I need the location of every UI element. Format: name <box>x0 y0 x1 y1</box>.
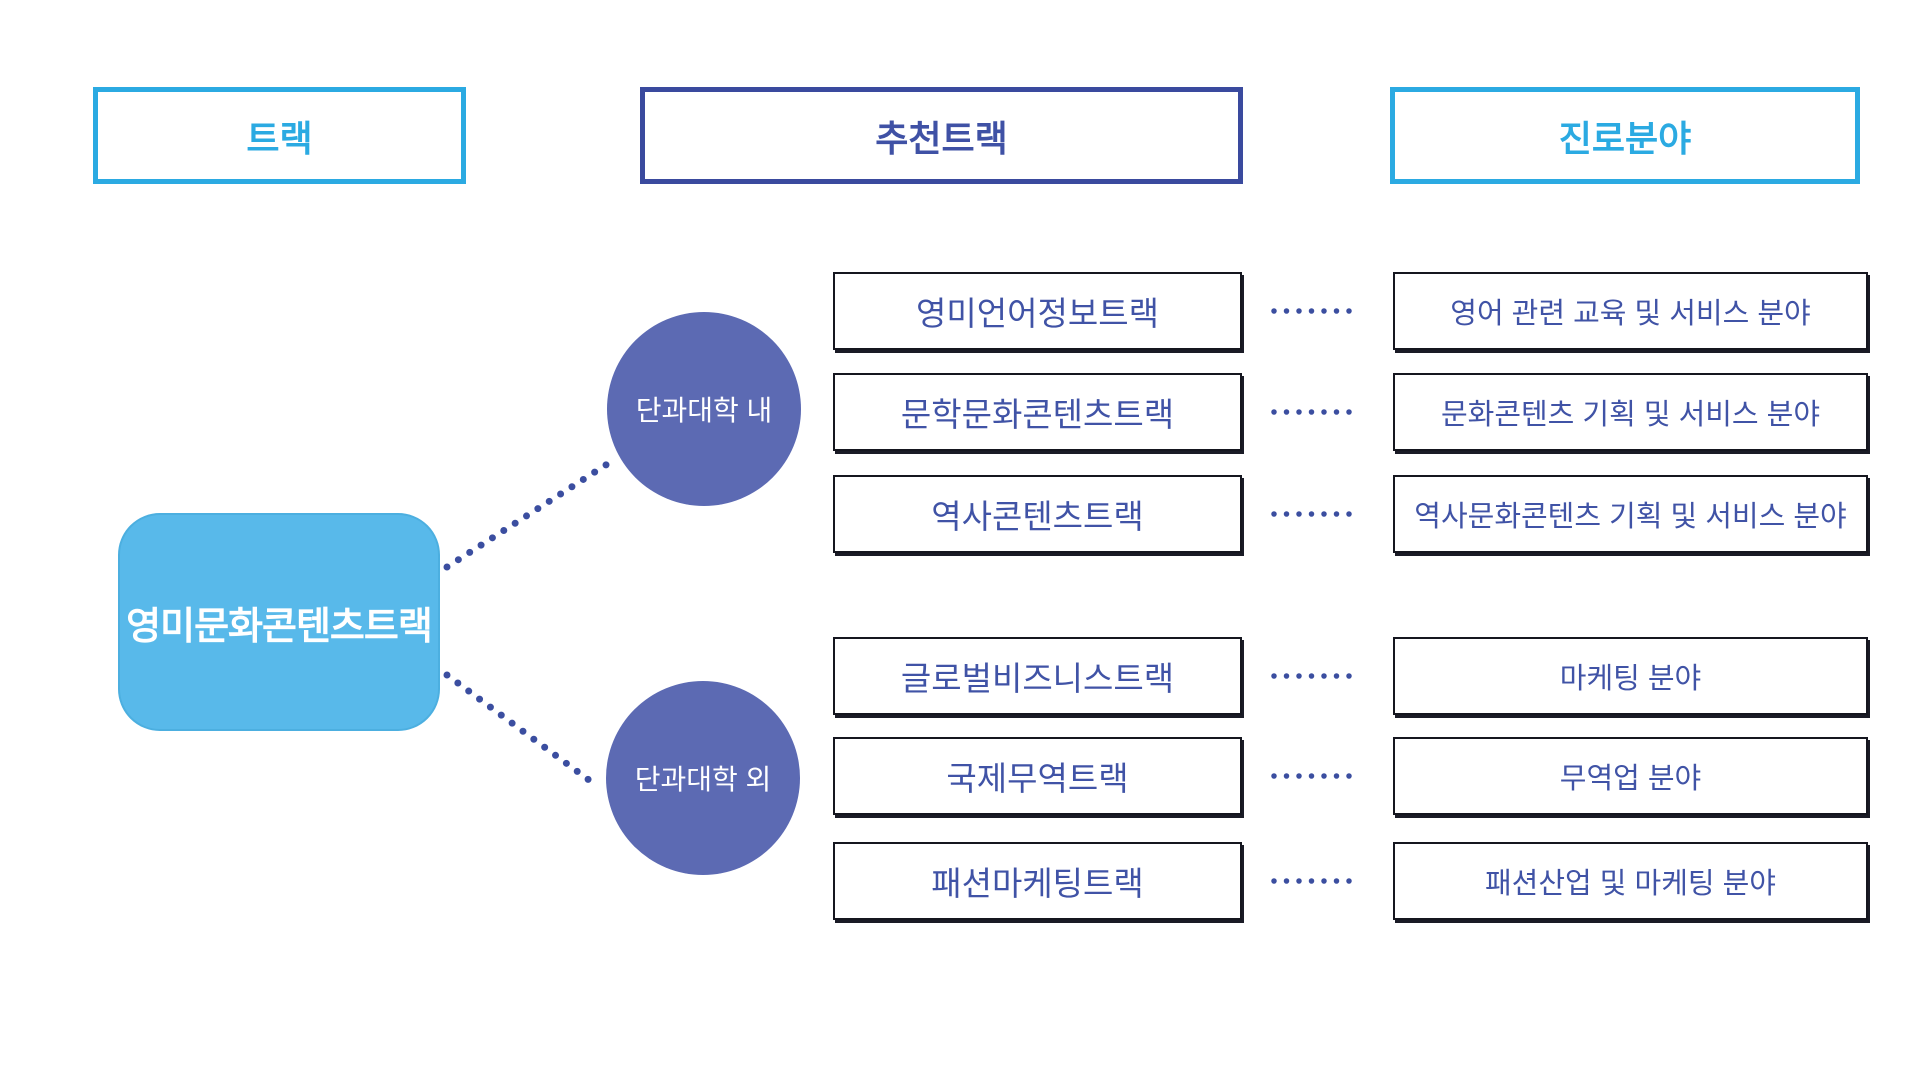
track-box-row-6: 패션마케팅트랙 <box>833 842 1242 920</box>
career-box-row-4-label: 마케팅 분야 <box>1559 663 1702 695</box>
track-box-row-3-label: 역사콘텐츠트랙 <box>931 498 1144 535</box>
track-box-row-2-label: 문학문화콘텐츠트랙 <box>900 396 1175 433</box>
header-track-label: 트랙 <box>246 117 313 159</box>
group-circle-inside-label: 단과대학 내 <box>635 395 773 426</box>
career-box-row-3-label: 역사문화콘텐츠 기획 및 서비스 분야 <box>1414 501 1847 533</box>
connector-main-to-outside-group <box>443 671 601 790</box>
group-circle-outside-college: 단과대학 외 <box>606 681 800 875</box>
career-box-row-6-label: 패션산업 및 마케팅 분야 <box>1485 868 1776 900</box>
header-track: 트랙 <box>93 87 466 184</box>
career-box-row-4: 마케팅 분야 <box>1393 637 1868 715</box>
career-box-row-1-label: 영어 관련 교육 및 서비스 분야 <box>1450 298 1811 330</box>
career-box-row-2: 문화콘텐츠 기획 및 서비스 분야 <box>1393 373 1868 451</box>
career-box-row-5: 무역업 분야 <box>1393 737 1868 815</box>
main-track-label: 영미문화콘텐츠트랙 <box>126 605 433 648</box>
track-box-row-6-label: 패션마케팅트랙 <box>931 865 1144 902</box>
career-box-row-3: 역사문화콘텐츠 기획 및 서비스 분야 <box>1393 475 1868 553</box>
track-box-row-3: 역사콘텐츠트랙 <box>833 475 1242 553</box>
group-circle-outside-label: 단과대학 외 <box>634 764 772 795</box>
career-box-row-6: 패션산업 및 마케팅 분야 <box>1393 842 1868 920</box>
track-box-row-4: 글로벌비즈니스트랙 <box>833 637 1242 715</box>
header-recommended-track: 추천트랙 <box>640 87 1243 184</box>
career-box-row-5-label: 무역업 분야 <box>1559 763 1702 795</box>
header-recommended-track-label: 추천트랙 <box>875 117 1008 159</box>
track-box-row-5-label: 국제무역트랙 <box>946 760 1129 797</box>
track-box-row-4-label: 글로벌비즈니스트랙 <box>900 660 1175 697</box>
track-box-row-1-label: 영미언어정보트랙 <box>916 295 1159 332</box>
career-box-row-1: 영어 관련 교육 및 서비스 분야 <box>1393 272 1868 350</box>
track-box-row-2: 문학문화콘텐츠트랙 <box>833 373 1242 451</box>
header-career-field: 진로분야 <box>1390 87 1860 184</box>
track-box-row-1: 영미언어정보트랙 <box>833 272 1242 350</box>
main-track-box: 영미문화콘텐츠트랙 <box>118 513 440 731</box>
header-career-field-label: 진로분야 <box>1558 117 1692 159</box>
group-circle-inside-college: 단과대학 내 <box>607 312 801 506</box>
career-box-row-2-label: 문화콘텐츠 기획 및 서비스 분야 <box>1440 399 1821 431</box>
connector-main-to-inside-group <box>443 457 616 571</box>
track-box-row-5: 국제무역트랙 <box>833 737 1242 815</box>
